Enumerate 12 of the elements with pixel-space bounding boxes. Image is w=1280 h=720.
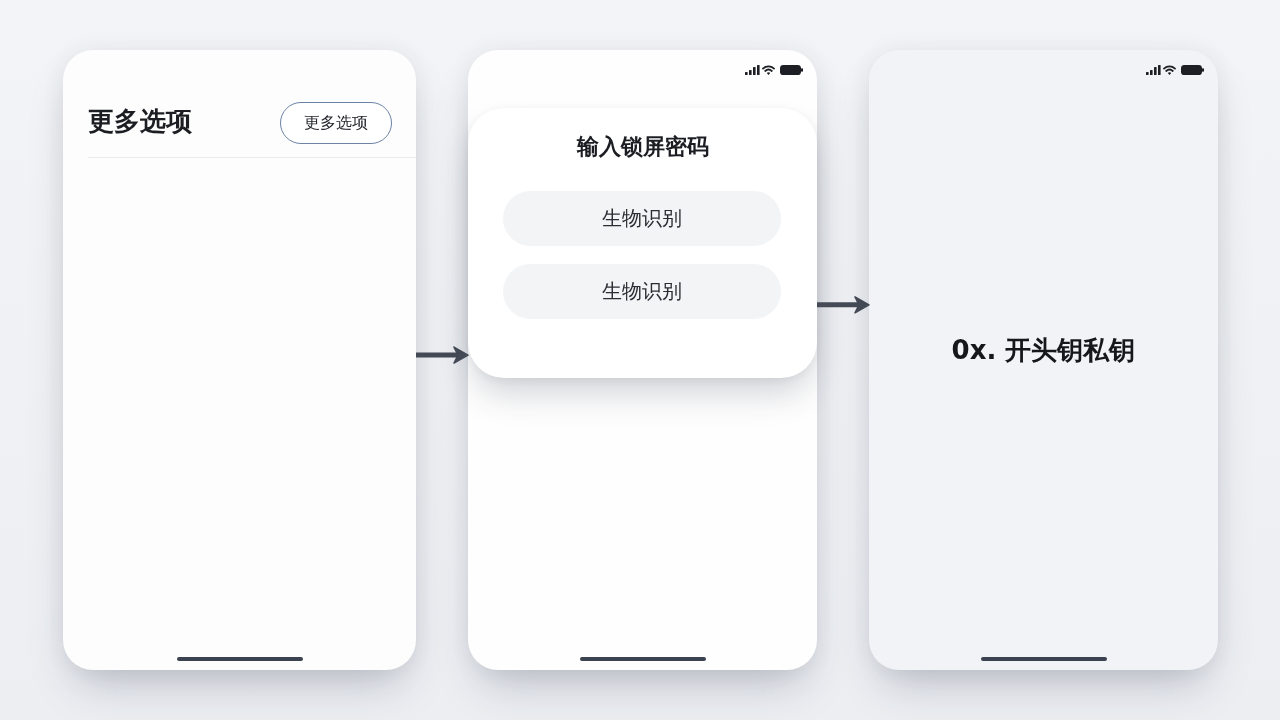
screen-title: 更多选项: [88, 105, 192, 138]
arrow: [416, 346, 469, 364]
phone-screen: [468, 50, 817, 670]
phone-screen: [63, 50, 416, 670]
option-button: 生物识别: [503, 191, 781, 246]
phone-screen: [869, 50, 1218, 670]
screen-text: 0x. 开头钥私钥: [951, 334, 1136, 367]
dialog-title: 输入锁屏密码: [576, 133, 709, 161]
options-button: 更多选项: [280, 102, 392, 144]
option-button: 生物识别: [503, 264, 781, 319]
arrow: [817, 296, 870, 314]
dialog-card: [468, 108, 817, 378]
